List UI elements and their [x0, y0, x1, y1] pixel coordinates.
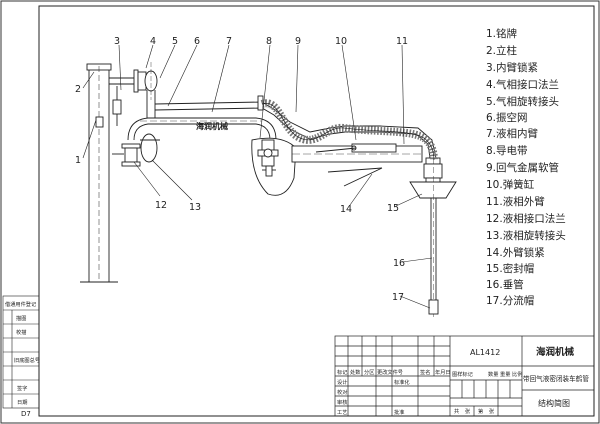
callout-numbers: 3 4 5 6 7 8 9 10 11 1 2 12 13 14 15 16 1… — [75, 36, 408, 303]
product-name: 带回气液密闭装车鹤管 — [523, 374, 589, 383]
title-block — [334, 335, 595, 417]
approve-label: 批准 — [394, 408, 404, 416]
drop-pipe — [409, 157, 457, 320]
part-9: 9.回气金属软管 — [486, 161, 559, 174]
callout-2: 2 — [75, 84, 81, 95]
part-7: 7.液相内臂 — [486, 127, 539, 140]
inner-frame — [38, 5, 595, 417]
callout-13: 13 — [189, 202, 201, 213]
callout-12: 12 — [155, 200, 167, 211]
meta-label-scale: 比例 — [512, 370, 522, 378]
drawing-title: 结构简图 — [538, 398, 570, 408]
side-stamp-register: 借通用件登记 — [5, 300, 36, 308]
row-label-count: 处数 — [350, 368, 361, 376]
left-label-design: 设计 — [337, 378, 347, 386]
part-14: 14.外臂锁紧 — [486, 246, 545, 259]
row-label-change-doc: 更改文件号 — [377, 368, 403, 376]
title-block-text: AL1412 海润机械 带回气液密闭装车鹤管 结构简图 标记 处数 分区 更改文… — [337, 346, 589, 416]
part-5: 5.气相旋转接头 — [486, 95, 559, 108]
row-label-date: 年月日 — [435, 368, 451, 376]
liquid-outer-arm — [291, 143, 423, 187]
part-13: 13.液相旋转接头 — [486, 229, 566, 242]
arm-label: 海润机械 — [196, 121, 228, 131]
callout-4: 4 — [150, 36, 156, 47]
liquid-inner-arm — [112, 117, 277, 167]
left-label-process: 工艺 — [337, 409, 347, 416]
row-label-sign: 签名 — [420, 368, 430, 376]
part-10: 10.弹簧缸 — [486, 178, 535, 191]
part-17: 17.分流帽 — [486, 294, 534, 307]
part-6: 6.振空网 — [486, 111, 528, 124]
callout-17: 17 — [392, 292, 404, 303]
callout-14: 14 — [340, 204, 352, 215]
parts-list: 1.铭牌 2.立柱 3.内臂锁紧 4.气相接口法兰 5.气相旋转接头 6.振空网… — [486, 27, 566, 307]
part-16: 16.垂管 — [486, 278, 524, 291]
callout-5: 5 — [172, 36, 178, 47]
side-stamp-column — [2, 295, 40, 409]
callout-16: 16 — [393, 258, 405, 269]
callout-6: 6 — [194, 36, 200, 47]
callout-11: 11 — [396, 36, 408, 47]
side-stamp-check: 校描 — [16, 328, 26, 336]
part-11: 11.液相外臂 — [486, 195, 545, 208]
side-stamp-text: 借通用件登记 描图 校描 旧底图总号 签字 日期 D7 — [5, 300, 40, 418]
callout-3: 3 — [114, 36, 120, 47]
part-2: 2.立柱 — [486, 44, 518, 57]
part-3: 3.内臂锁紧 — [486, 61, 538, 74]
part-1: 1.铭牌 — [486, 27, 518, 40]
std-label: 标准化 — [394, 378, 410, 386]
side-stamp-date: 日期 — [17, 399, 27, 406]
left-label-review: 审核 — [337, 398, 347, 406]
callout-7: 7 — [226, 36, 232, 47]
side-stamp-code: D7 — [21, 410, 31, 418]
leader-lines — [82, 44, 433, 309]
return-vapour-hose — [260, 99, 438, 161]
callout-1: 1 — [75, 155, 81, 166]
left-label-proof: 校对 — [337, 388, 347, 396]
row-label-zone: 分区 — [364, 368, 374, 376]
side-stamp-trace: 描图 — [16, 314, 26, 322]
sheet-label-total: 共 — [454, 407, 459, 415]
meta-label-qty: 数量 — [488, 370, 498, 378]
part-15: 15.密封帽 — [486, 262, 534, 275]
sheet-label-no: 第 — [478, 407, 483, 415]
side-stamp-old-number: 旧底图总号 — [14, 356, 40, 364]
elbow-joint — [251, 137, 297, 196]
part-12: 12.液相接口法兰 — [486, 212, 566, 225]
callout-15: 15 — [387, 203, 399, 214]
part-8: 8.导电带 — [486, 144, 528, 157]
hose-centreline — [261, 103, 435, 161]
callout-10: 10 — [335, 36, 347, 47]
column — [80, 63, 118, 283]
side-stamp-signature: 签字 — [17, 384, 27, 392]
drawing-number: AL1412 — [470, 348, 500, 357]
callout-9: 9 — [295, 36, 301, 47]
meta-label-weight: 重量 — [500, 370, 510, 378]
company-name: 海润机械 — [536, 346, 575, 358]
sheet-label-sheets: 张 — [465, 407, 471, 415]
row-label-mark: 标记 — [337, 368, 347, 376]
sheet-label-sheet: 张 — [489, 407, 495, 415]
part-4: 4.气相接口法兰 — [486, 78, 559, 91]
callout-8: 8 — [266, 36, 272, 47]
meta-label-drawing-mark: 图样标记 — [452, 370, 473, 378]
